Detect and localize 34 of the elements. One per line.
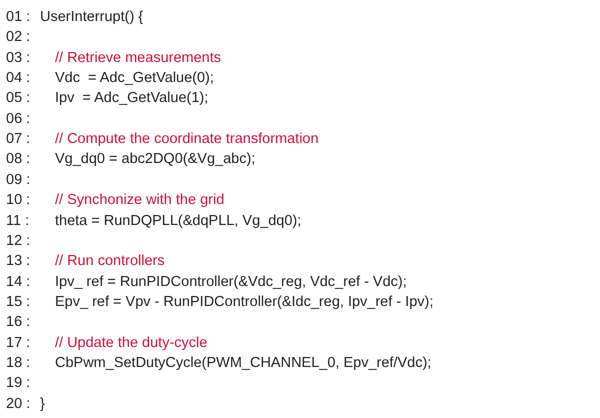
line-number: 15 : — [6, 292, 30, 311]
code-line: Epv_ ref = Vpv - RunPIDController(&Idc_reg, Ipv_ref - Ipv); — [55, 292, 434, 311]
code-line: Ipv = Adc_GetValue(1); — [55, 89, 208, 108]
line-number: 03 : — [6, 48, 30, 67]
line-number: 08 : — [6, 150, 30, 168]
code-line: } — [40, 394, 45, 413]
line-number: 10 : — [6, 191, 30, 210]
line-number: 07 : — [6, 130, 30, 148]
line-number: 17 : — [6, 334, 30, 352]
line-number: 14 : — [6, 272, 30, 291]
line-number: 20 : — [6, 394, 30, 413]
line-number: 06 : — [6, 110, 30, 128]
line-number: 11 : — [6, 212, 30, 230]
code-comment: // Update the duty-cycle — [55, 334, 208, 352]
code-comment: // Retrieve measurements — [55, 48, 222, 67]
code-comment: // Compute the coordinate transformation — [55, 130, 319, 148]
line-number: 12 : — [6, 232, 30, 250]
code-line: theta = RunDQPLL(&dqPLL, Vg_dq0); — [55, 212, 302, 230]
code-comment: // Run controllers — [55, 252, 165, 270]
code-line: Vg_dq0 = abc2DQ0(&Vg_abc); — [55, 150, 256, 168]
line-number: 04 : — [6, 69, 30, 88]
line-number: 02 : — [6, 28, 30, 46]
code-line: Ipv_ ref = RunPIDController(&Vdc_reg, Vdc_ref - Vdc); — [55, 272, 407, 291]
code-comment: // Synchonize with the grid — [55, 191, 224, 210]
code-line: Vdc = Adc_GetValue(0); — [55, 69, 214, 88]
code-line: UserInterrupt() { — [40, 8, 144, 26]
line-number: 05 : — [6, 89, 30, 108]
line-number: 01 : — [6, 8, 30, 26]
line-number: 09 : — [6, 170, 30, 189]
line-number: 13 : — [6, 252, 30, 270]
line-number: 18 : — [6, 354, 30, 372]
line-number: 16 : — [6, 313, 30, 332]
code-line: CbPwm_SetDutyCycle(PWM_CHANNEL_0, Epv_ref/Vdc); — [55, 354, 432, 372]
line-number: 19 : — [6, 374, 30, 392]
